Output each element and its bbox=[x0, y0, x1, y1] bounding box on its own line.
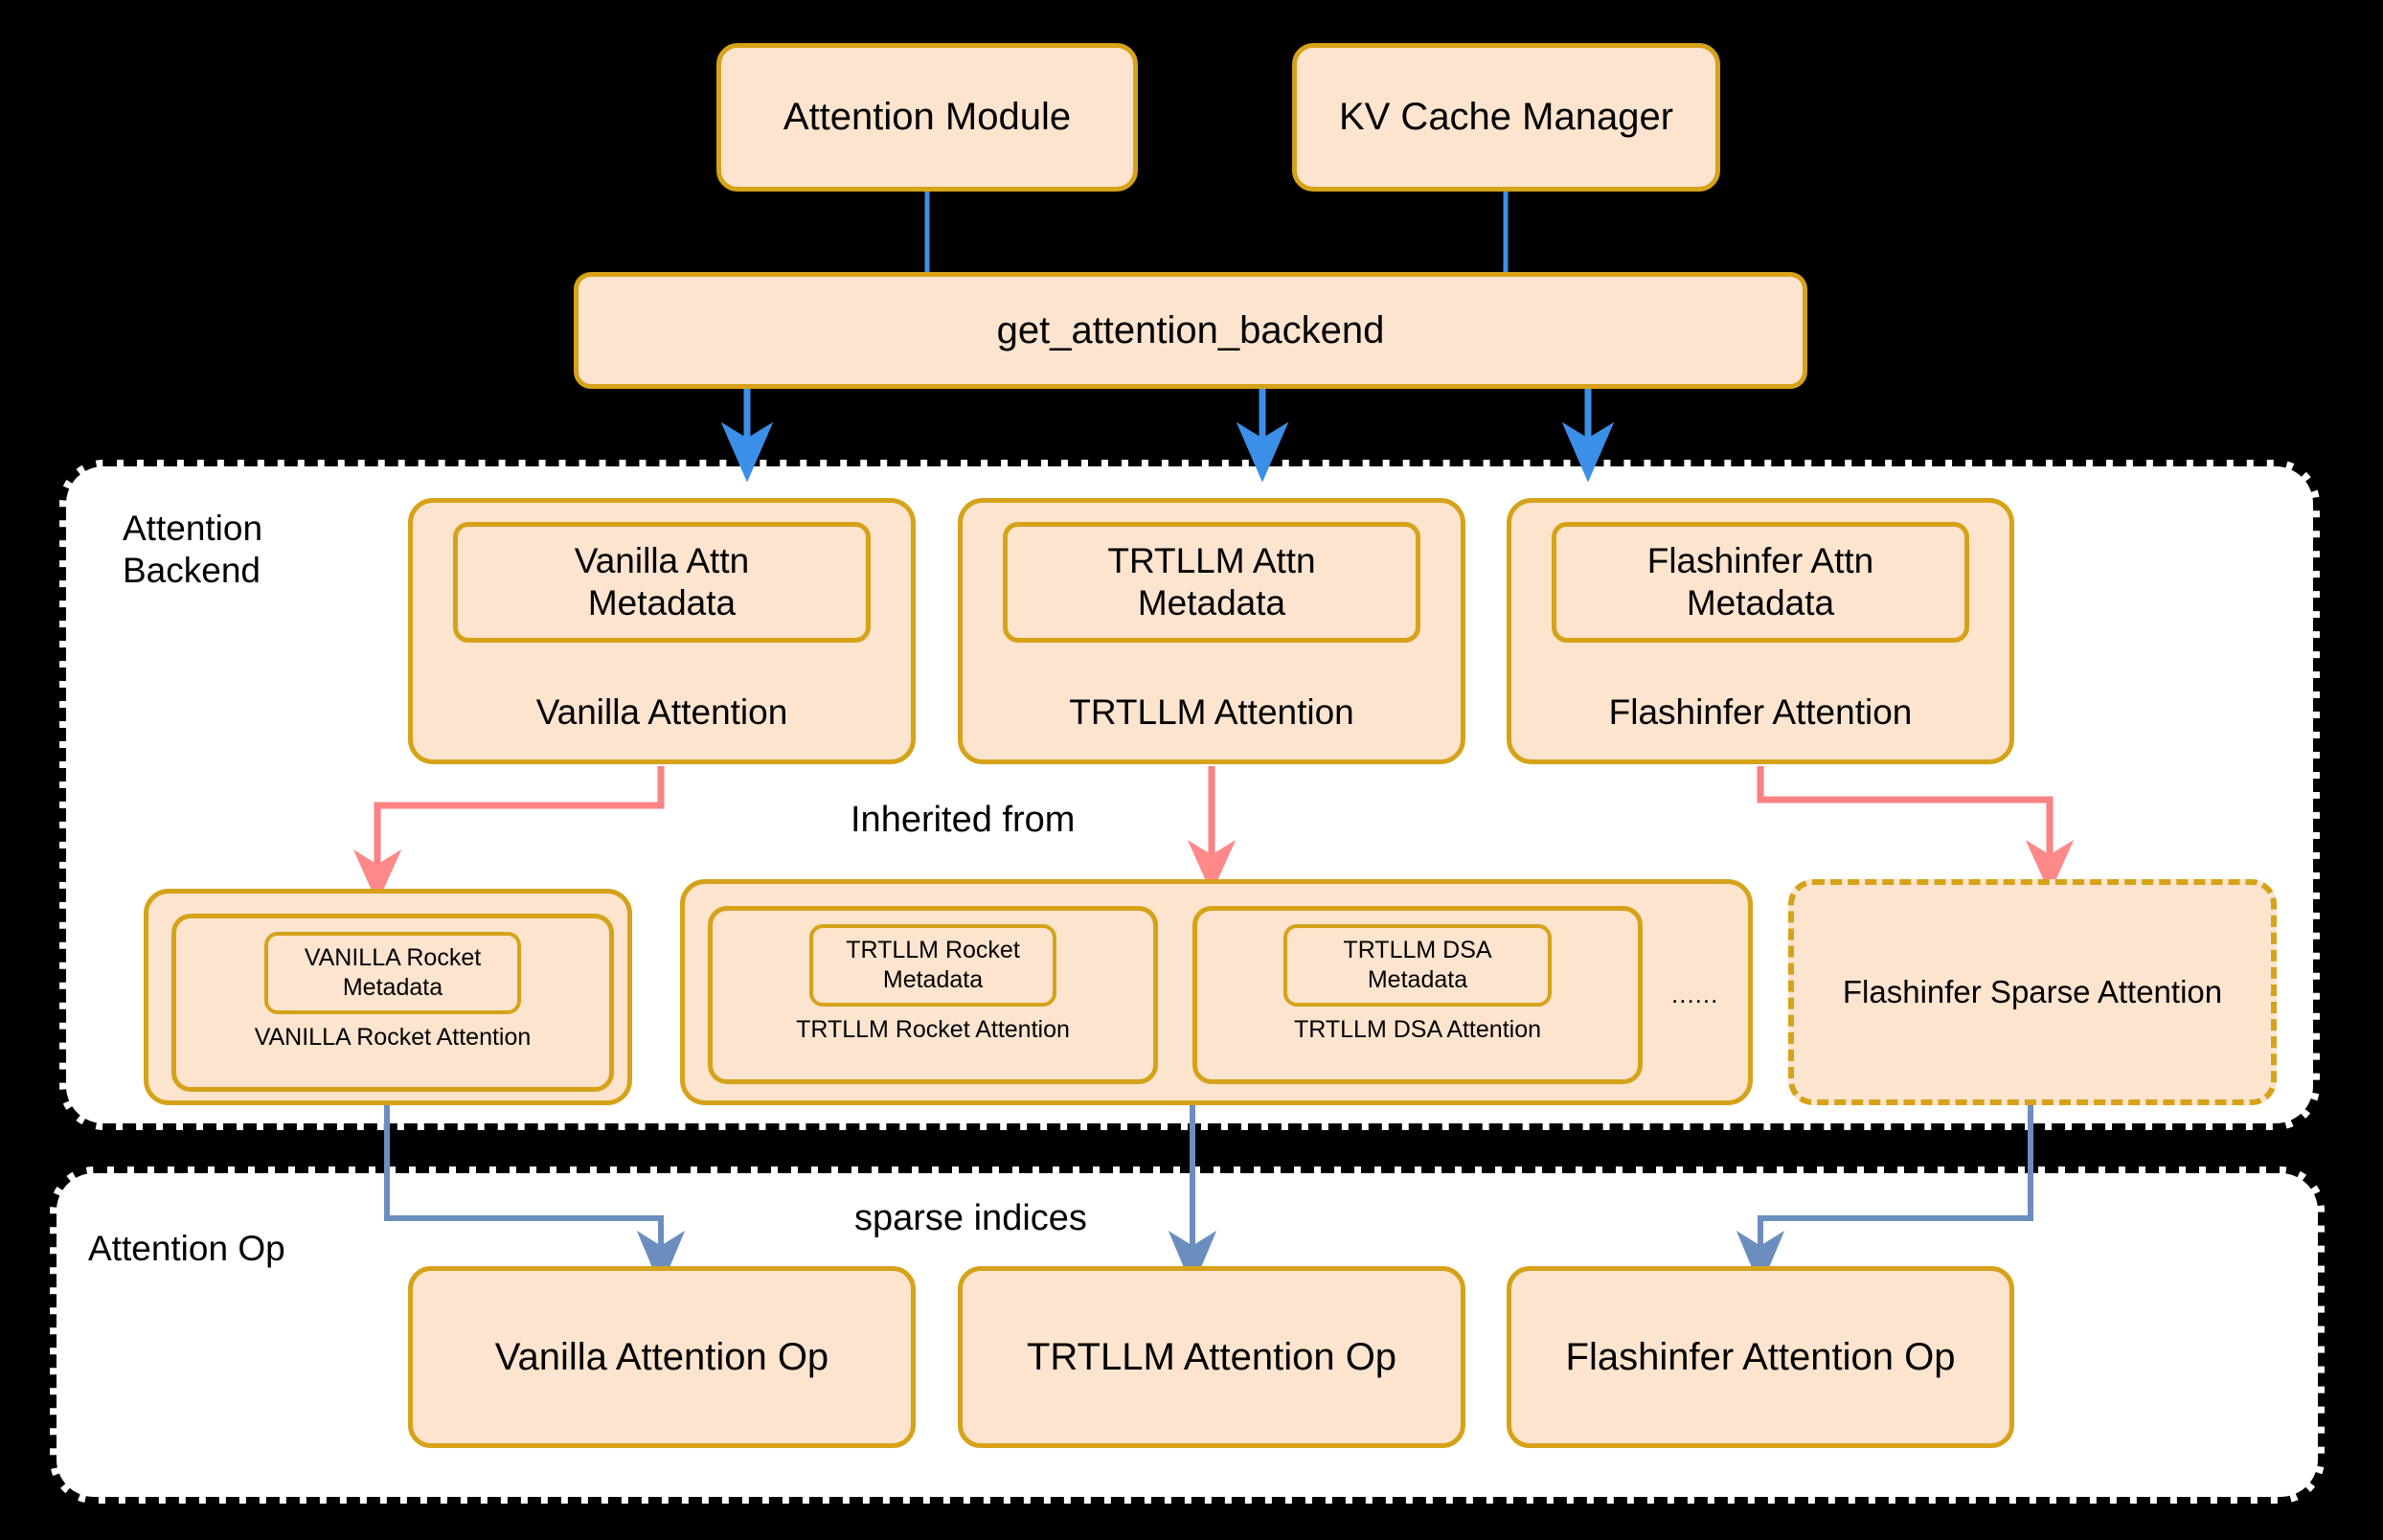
vanilla-rocket-metadata-box: VANILLA Rocket Metadata bbox=[264, 932, 521, 1014]
flashinfer-attention-caption: Flashinfer Attention bbox=[1608, 692, 1913, 732]
get-attention-backend-box[interactable]: get_attention_backend bbox=[574, 272, 1807, 389]
flashinfer-attention-op-box[interactable]: Flashinfer Attention Op bbox=[1507, 1266, 2014, 1448]
trtllm-sparse-group: TRTLLM Rocket Metadata TRTLLM Rocket Att… bbox=[680, 879, 1753, 1105]
trtllm-dsa-attention-caption: TRTLLM DSA Attention bbox=[1294, 1016, 1541, 1043]
vanilla-attention-op-box[interactable]: Vanilla Attention Op bbox=[408, 1266, 916, 1448]
trtllm-rocket-attention-card[interactable]: TRTLLM Rocket Metadata TRTLLM Rocket Att… bbox=[708, 906, 1158, 1084]
trtllm-attn-metadata-box: TRTLLM Attn Metadata bbox=[1003, 522, 1420, 643]
kv-cache-manager-box[interactable]: KV Cache Manager bbox=[1292, 43, 1720, 192]
vanilla-rocket-attention-card[interactable]: VANILLA Rocket Metadata VANILLA Rocket A… bbox=[171, 914, 614, 1092]
vanilla-attention-caption: Vanilla Attention bbox=[535, 692, 788, 732]
trtllm-attention-caption: TRTLLM Attention bbox=[1069, 692, 1354, 732]
flashinfer-attention-backend[interactable]: Flashinfer Attn Metadata Flashinfer Atte… bbox=[1507, 498, 2014, 764]
attention-module-box[interactable]: Attention Module bbox=[716, 43, 1138, 192]
vanilla-attention-backend[interactable]: Vanilla Attn Metadata Vanilla Attention bbox=[408, 498, 916, 764]
ellipsis-label: ...... bbox=[1671, 980, 1719, 1008]
trtllm-rocket-metadata-box: TRTLLM Rocket Metadata bbox=[809, 924, 1056, 1007]
inherited-from-label: Inherited from bbox=[851, 800, 1076, 840]
trtllm-dsa-attention-card[interactable]: TRTLLM DSA Metadata TRTLLM DSA Attention bbox=[1192, 906, 1643, 1084]
trtllm-attention-backend[interactable]: TRTLLM Attn Metadata TRTLLM Attention bbox=[958, 498, 1465, 764]
flashinfer-attn-metadata-box: Flashinfer Attn Metadata bbox=[1552, 522, 1969, 643]
trtllm-rocket-attention-caption: TRTLLM Rocket Attention bbox=[796, 1016, 1070, 1043]
sparse-indices-label: sparse indices bbox=[854, 1198, 1087, 1238]
vanilla-sparse-group: VANILLA Rocket Metadata VANILLA Rocket A… bbox=[144, 889, 632, 1105]
trtllm-attention-op-box[interactable]: TRTLLM Attention Op bbox=[958, 1266, 1465, 1448]
flashinfer-sparse-attention-box[interactable]: Flashinfer Sparse Attention bbox=[1788, 879, 2277, 1105]
trtllm-dsa-metadata-box: TRTLLM DSA Metadata bbox=[1283, 924, 1552, 1007]
attention-op-label: Attention Op bbox=[88, 1229, 285, 1268]
attention-backend-label: Attention Backend bbox=[123, 509, 263, 590]
vanilla-attn-metadata-box: Vanilla Attn Metadata bbox=[453, 522, 871, 643]
vanilla-rocket-attention-caption: VANILLA Rocket Attention bbox=[254, 1024, 532, 1051]
